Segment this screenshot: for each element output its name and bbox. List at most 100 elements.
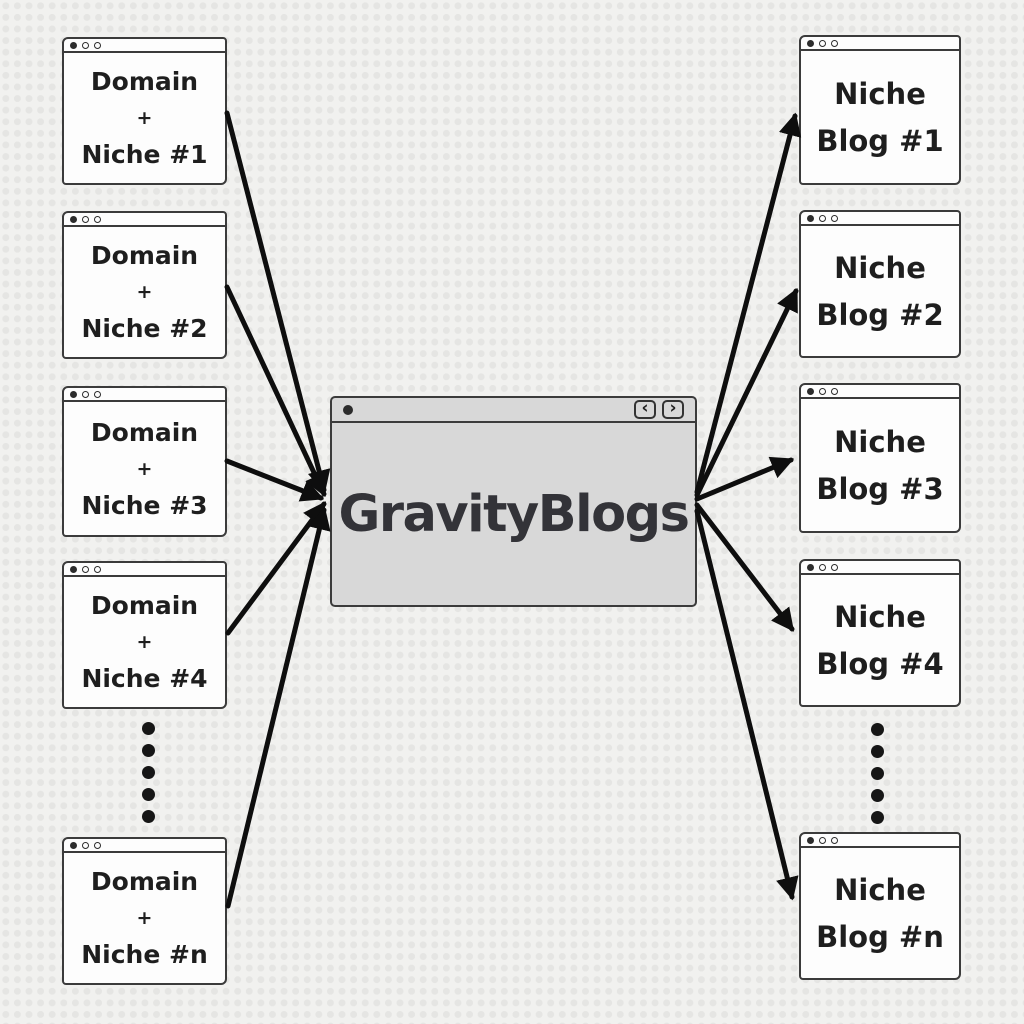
- node-line: Domain: [90, 867, 199, 896]
- node-line: Domain: [90, 241, 199, 270]
- node-label: Domain + Niche #4: [64, 577, 225, 707]
- domain-niche-window-1: Domain + Niche #1: [62, 37, 227, 185]
- back-button: ‹: [634, 400, 656, 419]
- chevron-left-icon: ‹: [641, 398, 649, 418]
- window-titlebar: [801, 385, 959, 399]
- ellipsis-dot: [142, 744, 155, 757]
- node-label: Domain + Niche #3: [64, 402, 225, 535]
- window-control-dot-icon: [831, 563, 838, 571]
- ellipsis-dot: [142, 722, 155, 735]
- node-label: Domain + Niche #2: [64, 227, 225, 357]
- node-line: Blog #4: [816, 646, 944, 681]
- ellipsis-dot: [871, 789, 884, 802]
- window-control-dot-filled-icon: [70, 390, 77, 398]
- node-label: Niche Blog #1: [801, 51, 959, 183]
- node-line: Niche: [834, 250, 926, 285]
- plus-operator: +: [136, 107, 153, 129]
- arrow-domainN-to-center: [225, 506, 331, 909]
- window-control-dot-icon: [82, 565, 89, 573]
- arrow-domain1-to-center: [224, 110, 331, 494]
- node-line: Blog #1: [816, 123, 944, 158]
- window-titlebar: [801, 834, 959, 848]
- window-control-dot-filled-icon: [807, 563, 814, 571]
- node-line: Domain: [90, 67, 199, 96]
- node-line: Niche #1: [81, 140, 208, 169]
- node-line: Domain: [90, 417, 199, 447]
- window-control-dot-filled-icon: [807, 836, 814, 844]
- node-line: Niche #4: [81, 664, 208, 693]
- node-line: Niche: [834, 599, 926, 634]
- window-control-dot-icon: [82, 215, 89, 223]
- node-label: Niche Blog #n: [801, 848, 959, 978]
- window-control-dot-icon: [831, 214, 838, 222]
- arrow-domain3-to-center: [224, 458, 325, 502]
- left-continuation-ellipsis: [142, 722, 155, 823]
- node-label: Niche Blog #2: [801, 226, 959, 356]
- window-titlebar: [64, 563, 225, 577]
- window-control-dot-icon: [82, 390, 89, 398]
- node-label: Niche Blog #3: [801, 399, 959, 531]
- window-control-dot-icon: [819, 563, 826, 571]
- gravityblogs-title: GravityBlogs: [338, 484, 690, 544]
- node-line: Blog #3: [816, 471, 944, 506]
- ellipsis-dot: [871, 723, 884, 736]
- forward-button: ›: [662, 400, 684, 419]
- window-control-dot-icon: [819, 836, 826, 844]
- window-titlebar: [64, 839, 225, 853]
- window-control-dot-filled-icon: [807, 39, 814, 47]
- ellipsis-dot: [142, 810, 155, 823]
- domain-niche-window-3: Domain + Niche #3: [62, 386, 227, 537]
- right-continuation-ellipsis: [871, 723, 884, 824]
- ellipsis-dot: [871, 767, 884, 780]
- plus-operator: +: [136, 281, 153, 303]
- niche-blog-window-3: Niche Blog #3: [799, 383, 961, 533]
- window-titlebar: [801, 561, 959, 575]
- window-titlebar: ‹ ›: [332, 398, 695, 423]
- niche-blog-window-4: Niche Blog #4: [799, 559, 961, 707]
- window-control-dot-icon: [94, 41, 101, 49]
- ellipsis-dot: [871, 745, 884, 758]
- window-control-dot-icon: [831, 39, 838, 47]
- node-line: Niche: [834, 76, 926, 111]
- window-titlebar: [801, 212, 959, 226]
- ellipsis-dot: [871, 811, 884, 824]
- plus-operator: +: [136, 907, 153, 929]
- window-titlebar: [64, 213, 225, 227]
- window-control-dot-filled-icon: [807, 387, 814, 395]
- window-control-dot-icon: [94, 841, 101, 849]
- gravityblogs-window: ‹ › GravityBlogs: [330, 396, 697, 607]
- node-label: Niche Blog #4: [801, 575, 959, 705]
- window-control-dot-icon: [831, 836, 838, 844]
- browser-nav-buttons: ‹ ›: [634, 400, 684, 419]
- node-label: Domain + Niche #n: [64, 853, 225, 983]
- window-control-dot-icon: [94, 390, 101, 398]
- window-control-dot-filled-icon: [70, 41, 77, 49]
- arrow-domain2-to-center: [224, 284, 327, 498]
- node-line: Blog #n: [816, 919, 944, 954]
- node-line: Niche #3: [81, 490, 208, 520]
- niche-blog-window-2: Niche Blog #2: [799, 210, 961, 358]
- domain-niche-window-n: Domain + Niche #n: [62, 837, 227, 985]
- arrow-center-to-blog4: [694, 502, 795, 632]
- window-control-dot-filled-icon: [70, 565, 77, 573]
- node-line: Domain: [90, 591, 199, 620]
- node-label: Domain + Niche #1: [64, 53, 225, 183]
- node-line: Niche: [834, 424, 926, 459]
- node-line: Niche #n: [81, 940, 208, 969]
- window-titlebar: [64, 39, 225, 53]
- plus-operator: +: [136, 457, 153, 480]
- node-line: Niche #2: [81, 314, 208, 343]
- domain-niche-window-2: Domain + Niche #2: [62, 211, 227, 359]
- arrow-center-to-blog3: [694, 456, 795, 502]
- window-control-dot-icon: [819, 387, 826, 395]
- window-control-dot-filled-icon: [70, 841, 77, 849]
- window-control-dot-icon: [82, 841, 89, 849]
- node-line: Niche: [834, 872, 926, 907]
- niche-blog-window-n: Niche Blog #n: [799, 832, 961, 980]
- ellipsis-dot: [142, 788, 155, 801]
- plus-operator: +: [136, 631, 153, 653]
- window-control-dot-icon: [831, 387, 838, 395]
- chevron-right-icon: ›: [669, 398, 677, 418]
- arrow-domain4-to-center: [225, 501, 327, 636]
- window-control-dot-filled-icon: [807, 214, 814, 222]
